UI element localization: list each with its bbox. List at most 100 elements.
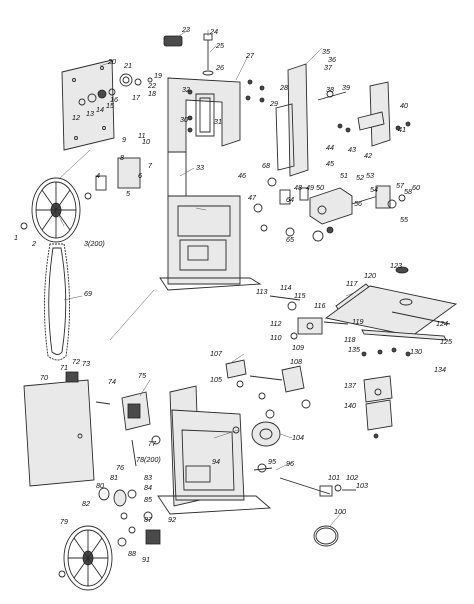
- callout-label: 103: [356, 481, 368, 490]
- callout-label: 8: [120, 153, 124, 162]
- callout-label: 51: [340, 171, 348, 180]
- callout-label: 2: [31, 239, 36, 248]
- callout-label: 29: [269, 99, 278, 108]
- callout-label: 83: [144, 473, 152, 482]
- callout-label: 124: [436, 319, 448, 328]
- callout-label: 123: [390, 261, 402, 270]
- callout-label: 84: [144, 483, 152, 492]
- callout-label: 116: [314, 301, 325, 310]
- callout-label: 53: [366, 171, 374, 180]
- callout-label: 39: [342, 83, 350, 92]
- callout-label: 27: [245, 51, 255, 60]
- callout-label: 82: [82, 499, 90, 508]
- switch-box: [121, 391, 161, 467]
- callout-label: 6: [138, 171, 142, 180]
- callout-label: 1: [14, 233, 18, 242]
- callout-label: 31: [214, 117, 222, 126]
- saw-blade: [43, 243, 71, 361]
- callout-label: 18: [148, 89, 156, 98]
- small-fasteners-top: [187, 79, 265, 133]
- callout-label: 134: [434, 365, 446, 374]
- callout-label: 28: [279, 83, 288, 92]
- callout-label: 20: [107, 57, 116, 66]
- upper-wheel-cover: [61, 59, 115, 151]
- callout-label: 52: [356, 173, 364, 182]
- callout-label: 112: [270, 319, 281, 328]
- callout-label: 104: [292, 433, 304, 442]
- callout-label: 125: [440, 337, 453, 346]
- callout-label: 130: [410, 347, 422, 356]
- callout-label: 91: [142, 555, 150, 564]
- callout-label: 92: [168, 515, 176, 524]
- callout-label: 7: [148, 161, 153, 170]
- callout-label: 135: [348, 345, 361, 354]
- callout-label: 96: [286, 459, 294, 468]
- callout-label: 108: [290, 357, 302, 366]
- callout-label: 57: [396, 181, 405, 190]
- callout-label: 23: [181, 25, 190, 34]
- callout-label: 16: [110, 95, 118, 104]
- callout-label: 75: [138, 371, 147, 380]
- callout-label: 110: [270, 333, 281, 342]
- callout-label: 41: [398, 125, 406, 134]
- upper-frame-arm: [167, 77, 241, 201]
- callout-label: 60: [412, 183, 420, 192]
- callout-label: 101: [328, 473, 340, 482]
- callout-label: 22: [147, 81, 156, 90]
- callout-label: 33: [196, 163, 204, 172]
- knob-and-post: [163, 33, 214, 76]
- callout-label: 117: [346, 279, 358, 288]
- callout-label: 30: [180, 115, 188, 124]
- callout-label: 49: [306, 183, 314, 192]
- callout-label: 74: [108, 377, 116, 386]
- lower-wheel-cover: [23, 371, 111, 487]
- callout-label: 47: [248, 193, 257, 202]
- lower-blade-guide: [225, 359, 311, 419]
- callout-label: 80: [96, 481, 104, 490]
- callout-label: 43: [348, 145, 356, 154]
- callout-label: 15: [106, 101, 115, 110]
- callout-label: 107: [210, 349, 223, 358]
- callout-label: 25: [215, 41, 225, 50]
- callout-label: 95: [268, 457, 277, 466]
- callout-label: 44: [326, 143, 334, 152]
- leader-lines: [55, 29, 357, 527]
- callout-label: 140: [344, 401, 356, 410]
- callout-label: 77: [148, 439, 157, 448]
- callout-label: 73: [82, 359, 90, 368]
- callout-label: 120: [364, 271, 376, 280]
- callout-label: 35: [322, 47, 331, 56]
- lower-frame: [157, 385, 272, 515]
- callout-label: 14: [96, 105, 104, 114]
- callout-label: 42: [364, 151, 372, 160]
- callout-label: 137: [344, 381, 357, 390]
- callout-label: 26: [215, 63, 224, 72]
- guide-bearing-assembly: [253, 177, 406, 242]
- callout-label: 12: [72, 113, 80, 122]
- tension-handle-assembly: [269, 295, 349, 340]
- callout-label: 100: [334, 507, 346, 516]
- callout-label: 71: [60, 363, 68, 372]
- callout-label: 72: [72, 357, 80, 366]
- motor-pulley: [232, 421, 281, 447]
- callout-label: 37: [324, 63, 333, 72]
- callout-label: 69: [84, 289, 92, 298]
- upper-wheel: [20, 157, 141, 243]
- callout-label: 76: [116, 463, 124, 472]
- callout-label: 50: [316, 183, 324, 192]
- callout-label: 21: [123, 61, 132, 70]
- callout-label: 109: [292, 343, 304, 352]
- callout-label: 55: [400, 215, 409, 224]
- callout-label: 119: [352, 317, 363, 326]
- drive-shaft-and-belt: [253, 463, 356, 547]
- callout-label: 102: [346, 473, 358, 482]
- callout-label: 88: [128, 549, 136, 558]
- callout-label: 81: [110, 473, 118, 482]
- table-trunnion: [361, 347, 411, 439]
- callout-label: 46: [238, 171, 246, 180]
- upper-blade-guide-post: [275, 63, 411, 177]
- callout-label: 87: [144, 515, 153, 524]
- callout-label: 38: [326, 85, 334, 94]
- callout-label: 68: [262, 161, 270, 170]
